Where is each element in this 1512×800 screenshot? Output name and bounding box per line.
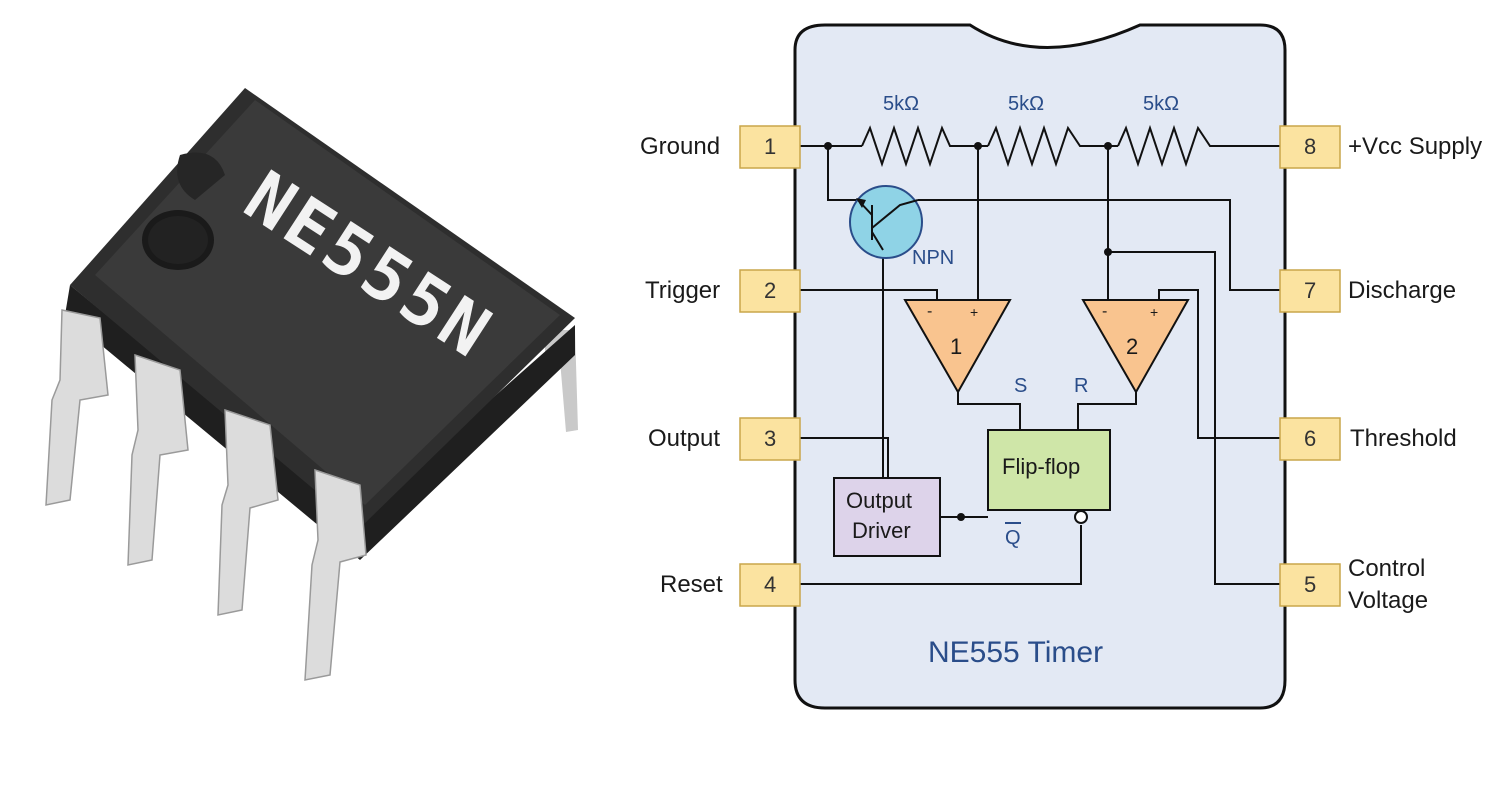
pin-4-label: Reset <box>660 571 723 598</box>
pin-6-label: Threshold <box>1350 425 1457 452</box>
pin-8: 8 +Vcc Supply <box>1279 125 1482 169</box>
flip-flop-label: Flip-flop <box>1002 454 1080 479</box>
comparator-2-label: 2 <box>1126 334 1138 359</box>
pin-1: 1 Ground <box>640 125 801 169</box>
package-outline <box>793 23 1287 710</box>
pin-4-number: 4 <box>764 572 776 597</box>
chip-top-plate <box>95 100 560 505</box>
svg-text:-: - <box>927 303 932 320</box>
pin-2-label: Trigger <box>645 277 720 304</box>
npn-transistor <box>849 185 923 259</box>
comparator-1-label: 1 <box>950 334 962 359</box>
pin-5-label-line2: Voltage <box>1348 587 1428 614</box>
svg-text:+: + <box>1150 304 1158 320</box>
pin-1-label: Ground <box>640 133 720 160</box>
svg-text:+: + <box>970 304 978 320</box>
resistor-2-label: 5kΩ <box>1008 93 1044 115</box>
pin-7-number: 7 <box>1304 278 1316 303</box>
qbar-label: Q <box>1005 527 1021 549</box>
pin-6-number: 6 <box>1304 426 1316 451</box>
pin-5-number: 5 <box>1304 572 1316 597</box>
resistor-3 <box>1117 124 1218 168</box>
pin-5-label-line1: Control <box>1348 555 1425 582</box>
lead-4 <box>304 468 367 681</box>
lead-1 <box>45 309 109 506</box>
pin-8-label: +Vcc Supply <box>1348 133 1482 160</box>
wiring <box>800 124 1280 585</box>
pin1-dimple-inner <box>148 216 208 264</box>
junctions <box>824 142 1112 521</box>
pin-7-label: Discharge <box>1348 277 1456 304</box>
comparator-1: - + 1 <box>903 299 1012 395</box>
pin-3-number: 3 <box>764 426 776 451</box>
flip-flop-block: Flip-flop <box>987 429 1111 524</box>
ne555-chip-illustration: NE555N <box>45 88 578 681</box>
resistor-2 <box>987 124 1085 168</box>
set-label: S <box>1014 375 1027 397</box>
lead-2 <box>127 353 189 566</box>
output-driver-line2: Driver <box>852 518 911 543</box>
pin-7: 7 Discharge <box>1279 269 1456 313</box>
chip-notch <box>177 152 225 200</box>
resistor-1-label: 5kΩ <box>883 93 919 115</box>
diagram-title: NE555 Timer <box>928 636 1103 669</box>
pin-3-label: Output <box>648 425 720 452</box>
comparator-2: - + 2 <box>1081 299 1190 395</box>
npn-label: NPN <box>912 247 954 269</box>
svg-text:-: - <box>1102 303 1107 320</box>
resistor-1 <box>861 124 955 168</box>
pin-2: 2 Trigger <box>645 269 801 313</box>
reset-label-r: R <box>1074 375 1088 397</box>
output-driver-line1: Output <box>846 488 912 513</box>
pin-6: 6 Threshold <box>1279 417 1457 461</box>
pin-1-number: 1 <box>764 134 776 159</box>
output-driver-block: Output Driver <box>833 477 941 557</box>
lead-3 <box>217 408 279 616</box>
ne555-block-diagram: 5kΩ 5kΩ 5kΩ NPN - + 1 - + 2 S R Flip-flo… <box>640 23 1482 710</box>
resistor-3-label: 5kΩ <box>1143 93 1179 115</box>
pin-3: 3 Output <box>648 417 801 461</box>
pin-5: 5 Control Voltage <box>1279 555 1428 614</box>
pin-2-number: 2 <box>764 278 776 303</box>
pin-8-number: 8 <box>1304 134 1316 159</box>
pin-4: 4 Reset <box>660 563 801 607</box>
front-leads <box>45 309 367 681</box>
